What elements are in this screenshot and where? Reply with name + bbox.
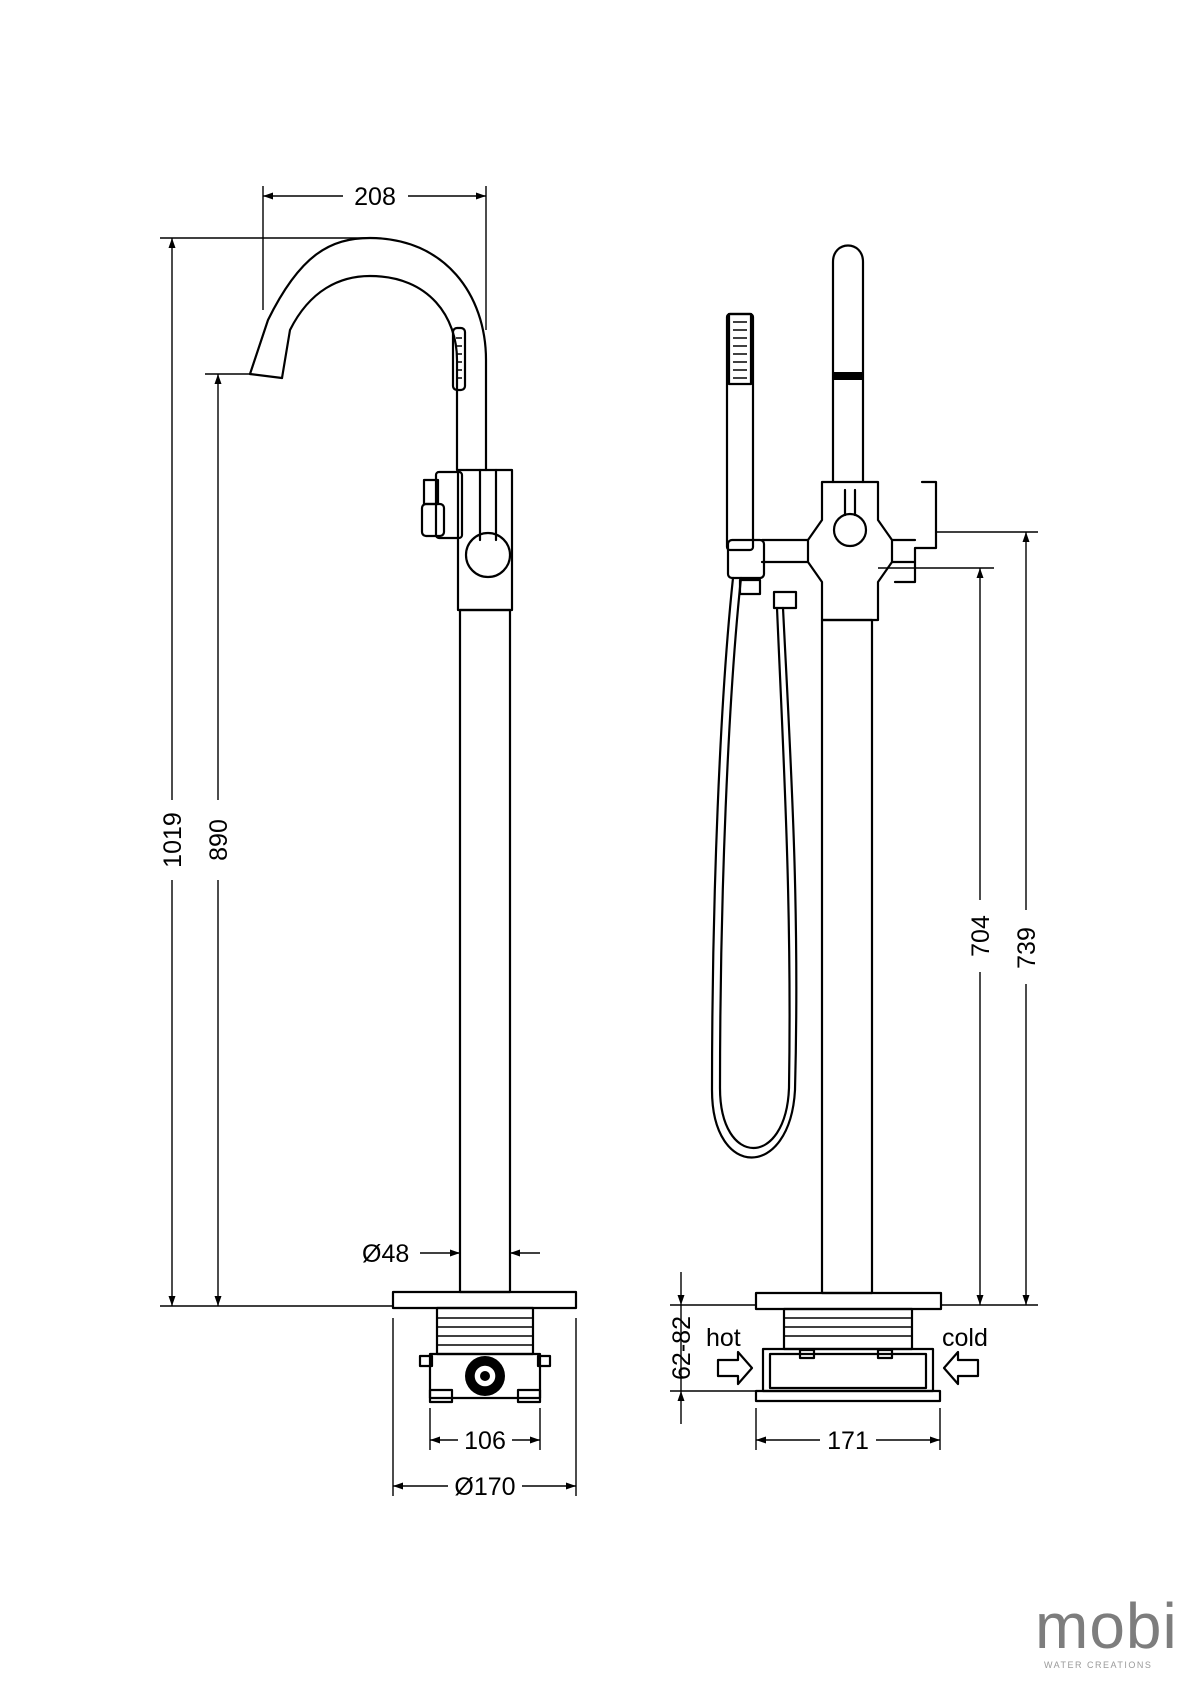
- dim-lever-height: 739: [1013, 927, 1041, 969]
- brand-name: mobi: [1035, 1590, 1178, 1662]
- label-hot: hot: [706, 1324, 741, 1352]
- brand-tagline: WATER CREATIONS: [1044, 1660, 1152, 1670]
- dim-spout-outlet-height: 890: [205, 819, 233, 861]
- label-cold: cold: [942, 1324, 988, 1352]
- diverter-knob: [420, 502, 446, 538]
- spout-outlet: [248, 372, 284, 380]
- lever-front: [478, 468, 498, 542]
- rough-in-valve-side: [754, 1307, 942, 1403]
- shower-hose-inner: [718, 576, 791, 1150]
- lever-knob-side: [832, 512, 868, 548]
- spout-outer: [248, 236, 488, 472]
- mixer-arm-right: [890, 538, 917, 564]
- lever-side-stem: [843, 488, 857, 517]
- standpipe-front: [458, 608, 512, 1294]
- dim-valve-width: 106: [464, 1427, 506, 1455]
- dim-side-base-width: 171: [827, 1427, 869, 1455]
- floor-plate-side: [754, 1291, 943, 1311]
- dim-spout-reach: 208: [354, 183, 396, 211]
- dim-base-diameter: Ø170: [454, 1473, 515, 1501]
- dim-install-depth: 62-82: [668, 1316, 696, 1380]
- brand-logo: mobi WATER CREATIONS: [1035, 1590, 1178, 1670]
- dim-mixer-height: 704: [967, 915, 995, 957]
- mixer-arm-left: [760, 538, 810, 564]
- spout-side: [831, 244, 865, 484]
- hose-connector: [772, 590, 798, 610]
- floor-plate-front: [391, 1290, 578, 1310]
- handshower-front: [451, 326, 467, 392]
- shower-hose: [710, 576, 798, 1159]
- handshower-side: [725, 312, 755, 552]
- dim-pipe-diameter: Ø48: [362, 1240, 409, 1268]
- diverter-lever-side: [893, 480, 938, 584]
- front-view: 208 1019 890 Ø48 106 Ø170: [159, 183, 578, 1501]
- side-view: hot cold 704 739 62-82 171: [668, 244, 1041, 1455]
- mixer-body-side: [806, 480, 894, 622]
- shower-holder: [726, 538, 766, 580]
- lever-knob-front: [464, 531, 512, 579]
- spout-inner: [280, 274, 459, 472]
- standpipe-side: [820, 618, 874, 1295]
- arrow-right-icon: [716, 1350, 754, 1386]
- arrow-left-icon: [942, 1350, 980, 1386]
- rough-in-valve-front: [418, 1306, 552, 1404]
- dim-total-height: 1019: [159, 812, 187, 868]
